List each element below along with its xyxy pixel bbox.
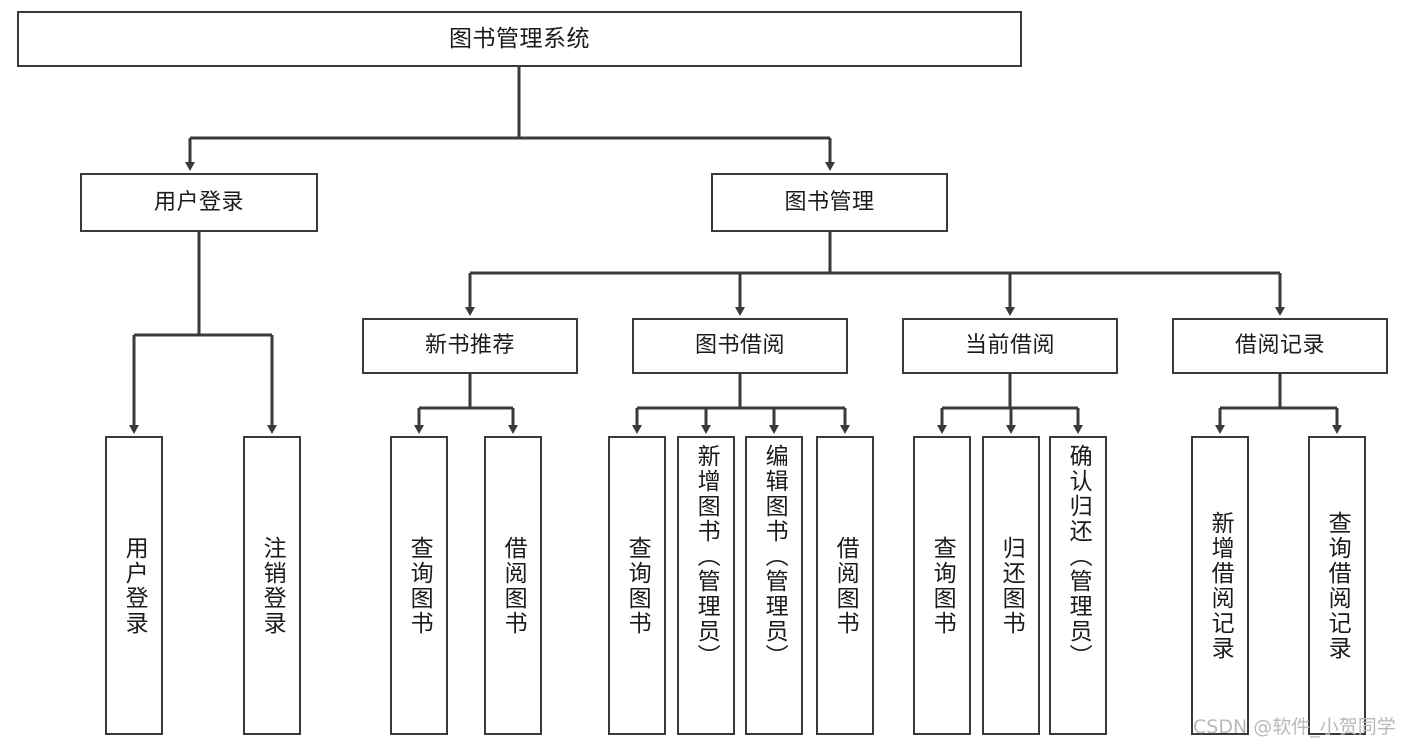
leaf-current-borrow-return-book[interactable]: 归还图书 [982,436,1040,735]
node-label: 编辑图书（管理员） [761,444,788,669]
node-label: 图书管理 [784,189,875,215]
leaf-book-borrow-add-book[interactable]: 新增图书（管理员） [677,436,735,735]
node-borrow-record[interactable]: 借阅记录 [1172,318,1388,374]
leaf-book-borrow-borrow-book[interactable]: 借阅图书 [816,436,874,735]
leaf-new-book-borrow-book[interactable]: 借阅图书 [484,436,542,735]
node-current-borrow[interactable]: 当前借阅 [902,318,1118,374]
node-label: 新书推荐 [424,333,515,359]
node-label: 新增图书（管理员） [693,444,720,669]
node-label: 查询借阅记录 [1324,510,1351,661]
node-label: 图书借阅 [694,333,785,359]
node-label: 当前借阅 [964,333,1055,359]
node-label: 归还图书 [998,535,1025,636]
leaf-user-login-login[interactable]: 用户登录 [105,436,163,735]
leaf-book-borrow-edit-book[interactable]: 编辑图书（管理员） [745,436,803,735]
node-label: 查询图书 [624,535,651,636]
leaf-current-borrow-confirm-return[interactable]: 确认归还（管理员） [1049,436,1107,735]
node-book-management[interactable]: 图书管理 [711,173,948,232]
node-new-book-recommend[interactable]: 新书推荐 [362,318,578,374]
node-label: 借阅图书 [832,535,859,636]
node-label: 确认归还（管理员） [1065,444,1092,669]
node-label: 用户登录 [121,535,148,636]
node-label: 查询图书 [929,535,956,636]
leaf-user-login-logout[interactable]: 注销登录 [243,436,301,735]
node-label: 注销登录 [259,535,286,636]
node-label: 用户登录 [153,189,244,215]
leaf-book-borrow-query-book[interactable]: 查询图书 [608,436,666,735]
leaf-new-book-query-book[interactable]: 查询图书 [390,436,448,735]
csdn-watermark: CSDN @软件_小贺同学 [1193,716,1396,738]
leaf-current-borrow-query-book[interactable]: 查询图书 [913,436,971,735]
node-label: 借阅记录 [1234,333,1325,359]
leaf-borrow-record-query-record[interactable]: 查询借阅记录 [1308,436,1366,735]
node-book-borrow[interactable]: 图书借阅 [632,318,848,374]
node-label: 借阅图书 [500,535,527,636]
node-user-login[interactable]: 用户登录 [80,173,318,232]
node-label: 图书管理系统 [449,25,590,52]
node-label: 查询图书 [406,535,433,636]
node-root-system[interactable]: 图书管理系统 [17,11,1022,67]
leaf-borrow-record-add-record[interactable]: 新增借阅记录 [1191,436,1249,735]
node-label: 新增借阅记录 [1207,510,1234,661]
